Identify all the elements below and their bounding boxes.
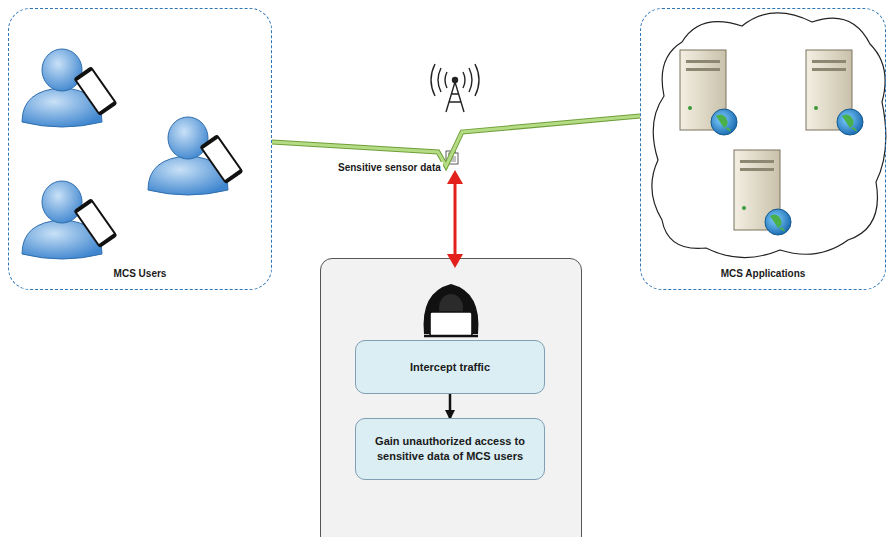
application-group: MCS Applications — [640, 8, 886, 290]
interception-arrow — [447, 170, 463, 268]
user-icon — [148, 117, 244, 195]
server-icon — [806, 50, 863, 135]
step-text: Intercept traffic — [410, 360, 490, 375]
server-icon — [734, 150, 791, 235]
user-group: MCS Users — [8, 8, 272, 290]
edge-label: Sensitive sensor data — [336, 162, 443, 173]
server-icon — [680, 50, 737, 135]
step-text: Gain unauthorized access to sensitive da… — [366, 434, 534, 464]
user-icon — [22, 49, 118, 127]
group-label: MCS Applications — [641, 268, 885, 279]
flow-arrow — [450, 394, 451, 418]
wireless-link — [272, 116, 640, 166]
hacker-icon — [424, 284, 479, 336]
process-box: Intercept traffic — [355, 340, 545, 394]
user-icon — [22, 181, 118, 259]
cell-tower-icon — [431, 64, 479, 112]
cloud-outline — [652, 13, 886, 258]
process-box: Gain unauthorized access to sensitive da… — [355, 418, 545, 480]
group-label: MCS Users — [9, 268, 271, 279]
